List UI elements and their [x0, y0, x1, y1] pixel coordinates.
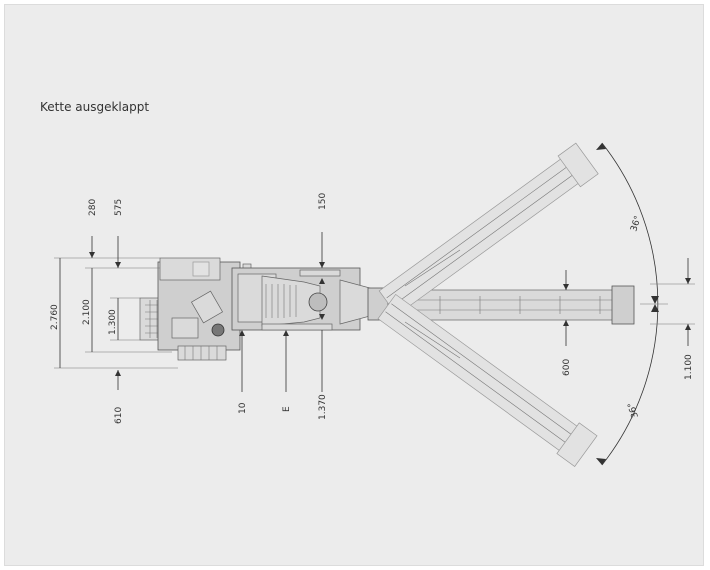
dim-280: 280	[88, 199, 98, 216]
frame-nose	[339, 279, 371, 325]
dim-1100: 1.100	[684, 354, 694, 380]
machine-body	[139, 257, 371, 361]
crawler-left	[177, 345, 227, 361]
arc-arrow-mid-up	[651, 296, 659, 304]
arc-arrow-top	[596, 143, 606, 150]
dim-610: 610	[114, 407, 124, 424]
frame-top-rail	[299, 269, 341, 277]
dim-2100: 2.100	[82, 299, 92, 325]
dim-150: 150	[318, 193, 328, 210]
dim-10: 10	[238, 402, 248, 414]
dim-angle-bottom: 36°	[627, 401, 641, 419]
dim-600: 600	[562, 359, 572, 376]
dim-angle-top: 36°	[629, 215, 643, 233]
dim-E: E	[282, 406, 292, 412]
conveyor-boom	[387, 289, 634, 321]
conveyor-head	[611, 285, 635, 325]
dimension-lines	[54, 232, 695, 392]
steering-wheel	[211, 323, 225, 337]
crawler-left-links	[184, 346, 218, 360]
swing-guide-lower	[404, 321, 461, 359]
tank-cover	[159, 257, 221, 281]
dim-575: 575	[114, 199, 124, 216]
dim-2760: 2.760	[50, 304, 60, 330]
dim-1300: 1.300	[108, 309, 118, 335]
conveyor-swung-upper	[378, 142, 599, 316]
conveyor-ribs	[439, 296, 601, 314]
control-box	[171, 317, 199, 339]
funnel-ribs	[265, 284, 297, 318]
swing-guide-upper	[404, 249, 461, 287]
conveyor-swung-lower	[377, 293, 598, 468]
arc-arrow-mid-down	[651, 304, 659, 312]
dim-1370: 1.370	[318, 394, 328, 420]
cover-window	[192, 261, 210, 277]
conveyor-straight	[367, 285, 635, 325]
seat	[190, 290, 224, 324]
frame-bottom-rail	[261, 323, 333, 331]
turntable	[308, 292, 328, 312]
drawing-caption: Kette ausgeklappt	[40, 100, 150, 114]
arc-arrow-bottom	[596, 458, 606, 465]
